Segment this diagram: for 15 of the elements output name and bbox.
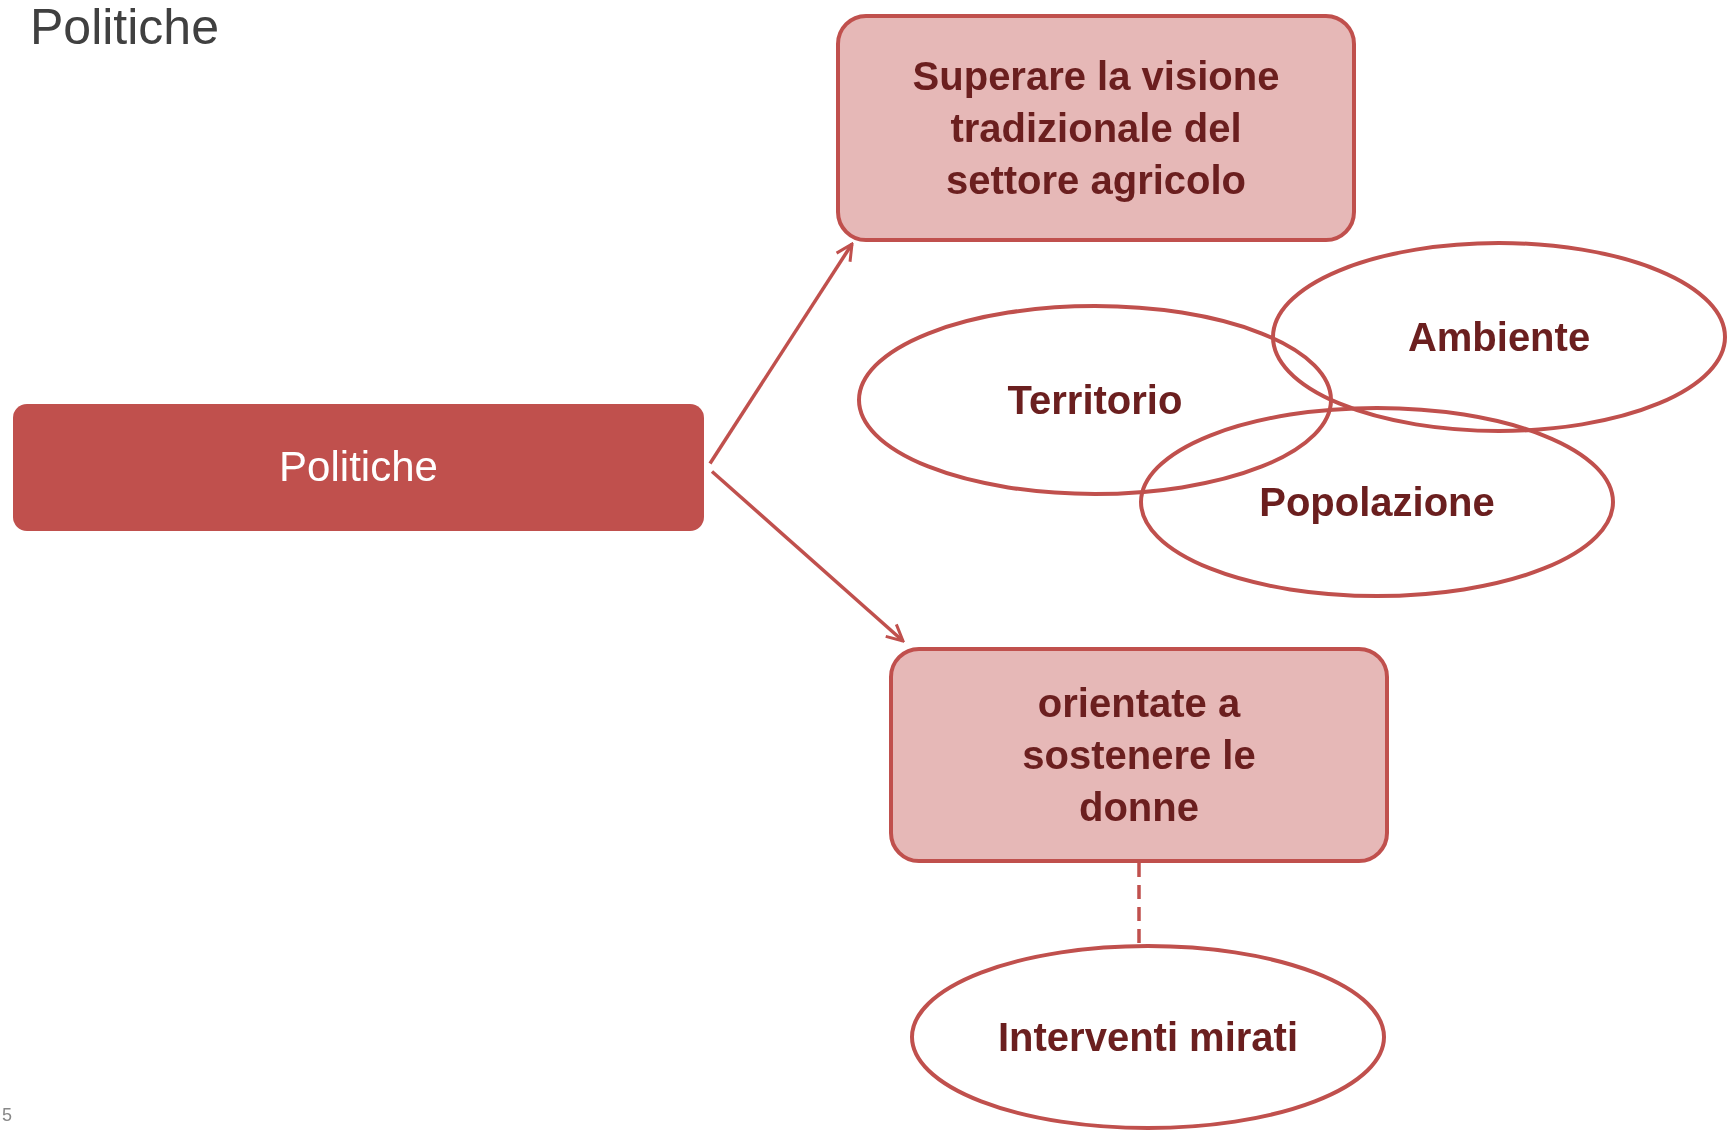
- page-title: Politiche: [30, 2, 219, 52]
- node-label: Politiche: [279, 442, 438, 493]
- process-box: [13, 404, 704, 531]
- node-label: Interventi mirati: [997, 1014, 1299, 1061]
- node-label: Ambiente: [1407, 314, 1591, 361]
- arrow: [710, 470, 905, 643]
- rounded-box: [889, 647, 1389, 863]
- node-label: orientate a sostenere le donne: [1021, 680, 1257, 831]
- arrow: [708, 242, 854, 465]
- node-label: Popolazione: [1259, 479, 1495, 526]
- dashed-connector: [1137, 863, 1141, 946]
- node-label: Territorio: [1007, 377, 1183, 424]
- rounded-box: [836, 14, 1356, 242]
- page-number: 5: [2, 1105, 12, 1126]
- node-label: Superare la visione tradizionale del settore agricolo: [911, 53, 1281, 204]
